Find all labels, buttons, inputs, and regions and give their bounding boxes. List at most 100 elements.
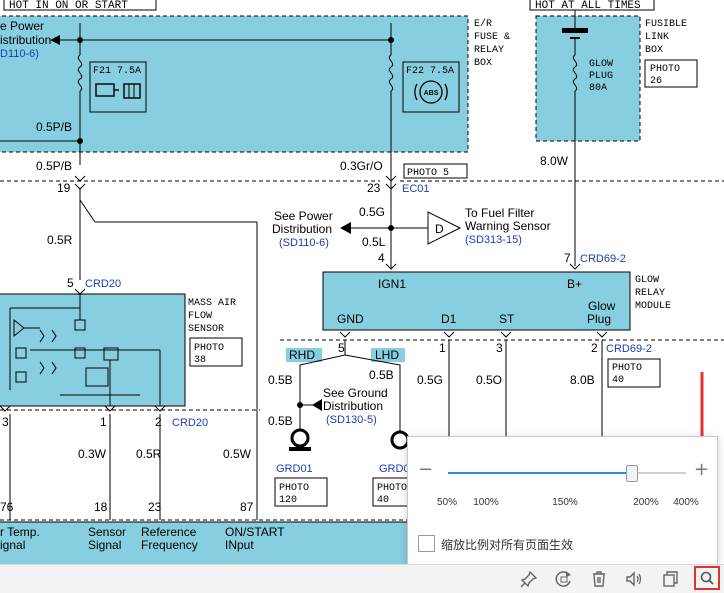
wire-05b-a: 0.5B [268,373,293,387]
header-left-label: HOT IN ON OR START [9,0,128,12]
photo120-2: 120 [279,495,297,506]
fusible-label-3: BOX [645,45,663,56]
engine-icon [95,83,141,99]
connector-crd69-bottom: CRD69-2 [606,343,652,355]
relay-ign1: IGN1 [378,277,406,291]
diode-letter: D [435,222,444,236]
maf-internal-circuit [9,294,161,406]
glow-plug-fuse-1: GLOW [589,59,613,70]
wire-05g-b: 0.5G [417,373,443,387]
ground-grd01-icon [289,428,311,451]
zoom-tick-50: 50% [436,497,458,508]
ecm-label-2-2: Frequency [141,538,198,552]
fuel-filter-line-2: Warning Sensor [465,219,551,233]
glow-relay-module [322,271,631,331]
fuse-box-label-4: BOX [474,58,492,69]
pin-icon[interactable] [519,569,539,589]
ecm-label-1-2: Signal [88,538,121,552]
see-power-line-2: Distribution [272,222,332,236]
ecm-pin-23: 23 [148,500,162,514]
photo5-label: PHOTO 5 [407,168,449,179]
see-power-ref: (SD110-6) [279,237,329,249]
pin-3-left: 3 [2,415,9,429]
relay-gnd: GND [337,312,364,326]
power-dist-line-2: istribution [0,33,51,47]
ecm-label-1-1: Sensor [88,525,126,539]
zoom-popup: − + 50% 100% 150% 200% 400% 缩放比例对所有页面生效 [407,436,718,566]
pin-23: 23 [367,181,381,195]
see-ground-ref: (SD130-5) [326,414,377,426]
ecm-label-3-2: INput [225,538,254,552]
photo120-1: PHOTO [279,483,309,494]
zoom-tick-100: 100% [473,497,499,508]
wire-80w: 8.0W [540,154,569,168]
maf-label-1: MASS AIR [188,298,236,309]
pin-1-maf: 1 [100,415,107,429]
pin-4: 4 [378,251,385,265]
see-ground-line-1: See Ground [323,386,388,400]
maf-label-3: SENSOR [188,324,224,335]
wiring-diagram: HOT IN ON OR START HOT AT ALL TIMES E/R … [0,0,724,564]
wire-05l: 0.5L [362,235,386,249]
ecm-module [0,521,416,564]
apply-all-pages-label: 缩放比例对所有页面生效 [441,538,574,552]
lhd-label: LHD [375,348,399,362]
maf-photo-1: PHOTO [194,343,224,354]
fusible-label-2: LINK [645,32,669,43]
see-power-line-1: See Power [274,209,333,223]
relay-glow-1: Glow [588,299,616,313]
relay-label-3: MODULE [635,301,671,312]
ecm-label-3-1: ON/START [225,525,285,539]
wire-03gro: 0.3Gr/O [340,159,383,173]
fuse-box-label-2: FUSE & [474,32,510,43]
fusible-label-1: FUSIBLE [645,19,687,30]
fusible-photo-2: 26 [650,76,662,87]
photo40-right-1: PHOTO [612,363,642,374]
abs-text: ABS [424,90,439,97]
wire-05g-top: 0.5G [359,205,385,219]
ecm-pin-87: 87 [240,500,254,514]
zoom-out-button[interactable]: − [418,459,434,480]
zoom-in-button[interactable]: + [694,459,710,480]
fuse-f21-label: F21 7.5A [93,66,141,77]
pin-7: 7 [564,251,571,265]
pin-2-gp: 2 [591,341,598,355]
wire-05b-c: 0.5B [268,414,293,428]
rotate-icon[interactable] [554,569,574,589]
zoom-slider-thumb[interactable] [625,465,638,482]
photo40-1: PHOTO [377,483,407,494]
ground-grd01-label: GRD01 [276,463,313,475]
zoom-slider-track[interactable] [448,472,686,474]
abs-icon: ABS [414,80,448,104]
speaker-icon[interactable] [624,569,644,589]
wire-05r: 0.5R [136,447,162,461]
relay-bplus: B+ [567,277,582,291]
connector-crd20-bottom: CRD20 [172,417,208,429]
wire-05r-left: 0.5R [47,233,73,247]
fuse-box-label-3: RELAY [474,45,504,56]
fuel-filter-line-1: To Fuel Filter [465,206,534,220]
relay-label-2: RELAY [635,288,665,299]
fusible-photo-1: PHOTO [650,64,680,75]
ecm-label-0-2: ignal [0,538,25,552]
wire-05pb: 0.5P/B [36,159,72,173]
relay-glow-2: Plug [587,312,611,326]
bottom-toolbar [0,564,724,593]
glow-plug-fuse-3: 80A [589,83,607,94]
relay-label-1: GLOW [635,275,659,286]
fusible-link-box [535,15,641,142]
header-right-label: HOT AT ALL TIMES [535,0,641,12]
power-dist-ref: D110-6) [0,48,39,60]
zoom-search-button[interactable] [694,566,720,590]
copy-icon[interactable] [660,569,680,589]
ecm-pin-76: 76 [0,500,14,514]
apply-all-pages-checkbox[interactable] [418,535,435,552]
glow-plug-fuse-2: PLUG [589,71,613,82]
fuse-f22-label: F22 7.5A [406,66,454,77]
wire-05o: 0.5O [476,373,502,387]
see-ground-line-2: Distribution [323,399,383,413]
trash-icon[interactable] [589,569,609,589]
pin-2-maf: 2 [155,415,162,429]
zoom-tick-150: 150% [552,497,578,508]
wire-05pb-inside: 0.5P/B [36,120,72,134]
